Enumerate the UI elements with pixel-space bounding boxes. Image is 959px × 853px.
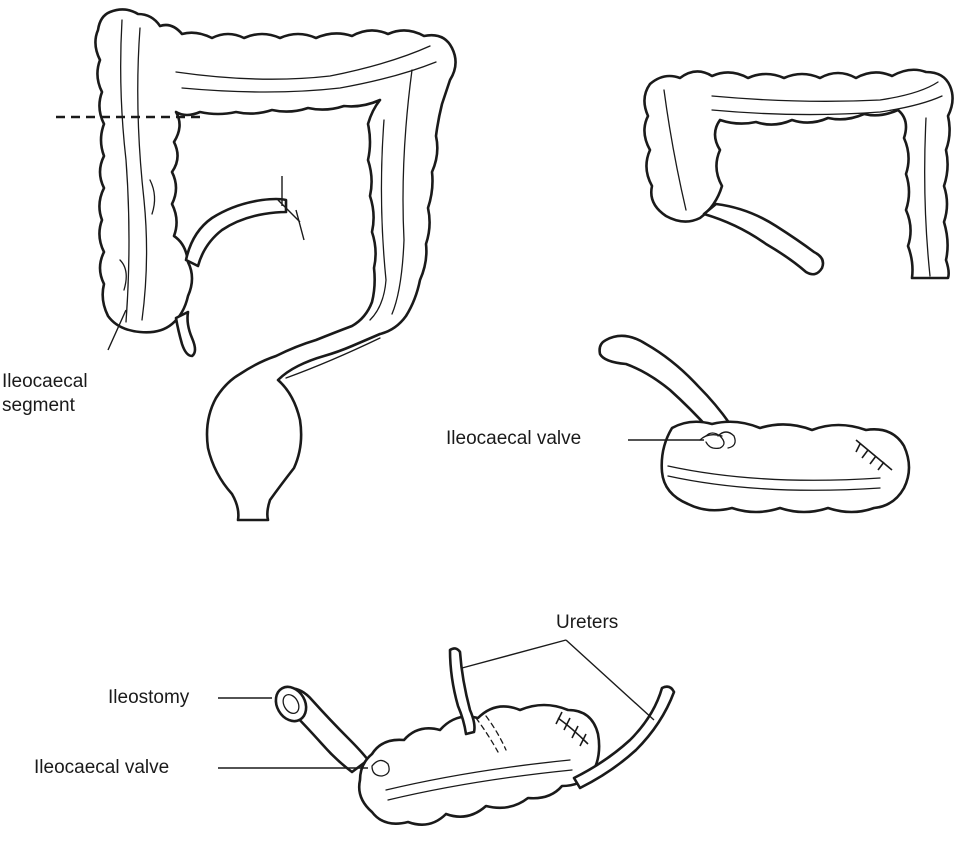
ureter-leader-left [461,639,567,669]
ileal-limb [598,334,732,432]
colon-segment-top-right [643,68,954,280]
constructed-pouch [218,639,676,826]
suture-line-bottom [557,717,589,745]
colon-full [56,8,457,522]
valve-bottom [371,759,390,777]
label-ileocaecal-valve-bottom: Ileocaecal valve [34,757,170,778]
pouch-outline [660,420,911,514]
segment-leader [107,309,127,351]
ureter-leader-right [565,639,655,721]
label-ileocaecal-valve-middle: Ileocaecal valve [446,428,582,449]
label-ileostomy: Ileostomy [108,687,190,708]
valve-middle [705,432,725,450]
appendix [174,310,197,358]
ureter-left [448,647,476,736]
ileum-stump [702,202,825,276]
ileum [184,197,288,268]
pouch-body [357,703,601,826]
label-ileocaecal-segment-line1: Ileocaecal [2,371,88,392]
caecal-pouch [598,334,911,514]
suture-line-middle [855,439,893,471]
ureter-right [572,685,676,790]
label-ileocaecal-segment-line2: segment [2,395,75,416]
colon-outline [94,8,457,522]
label-ureters: Ureters [556,612,619,633]
